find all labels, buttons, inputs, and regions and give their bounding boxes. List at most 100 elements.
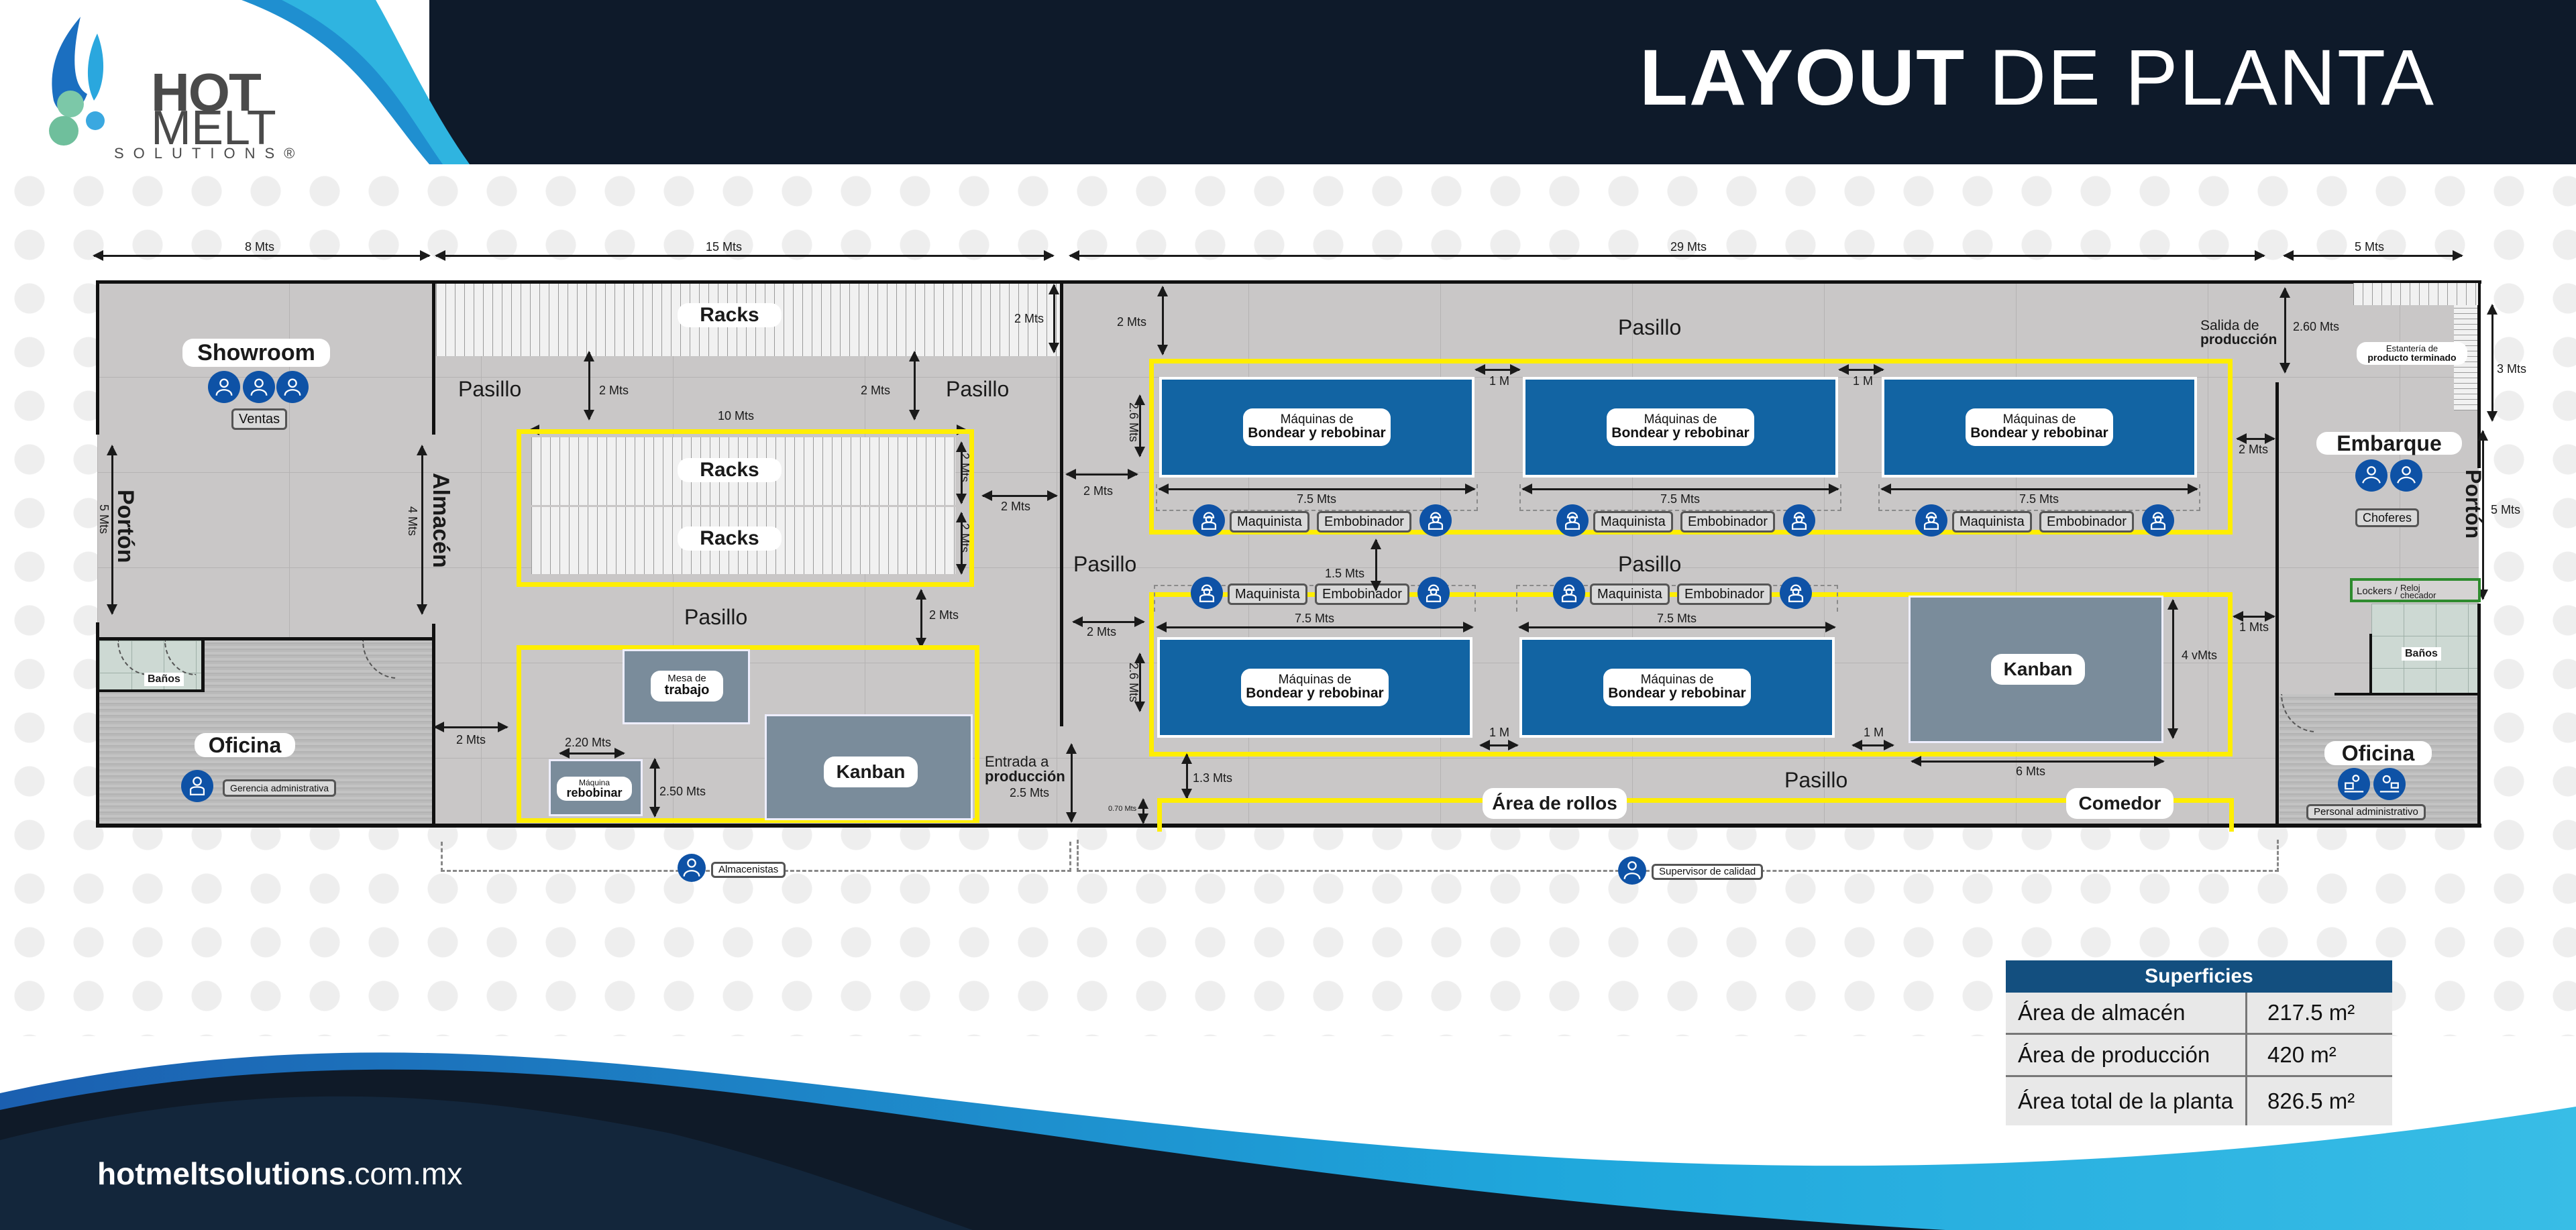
operator-label-maquinista: Maquinista [1590,583,1670,605]
staff-label-ventas: Ventas [231,408,288,430]
logo-text-hot: HOT [151,62,262,122]
machine-label-line1: Máquinas de [1278,673,1352,687]
racks-label-1: Racks [678,458,782,482]
racks-row-dimension: 2 Mts [958,523,971,553]
aisle-dimension: 2 Mts [1117,315,1147,329]
dimension-label: 15 Mts [706,240,743,254]
logo-text-solutions: SOLUTIONS® [114,145,305,162]
rewinder-height: 2.50 Mts [659,785,706,798]
sales-person-icon [208,371,240,403]
operator-label-embobinador: Embobinador [1317,511,1411,533]
operator-zone [1519,484,1841,511]
machine-gap-label: 1 M [1489,374,1510,388]
dimension-arrow-vertical [2477,430,2488,600]
staff-label-choferes: Choferes [2355,508,2420,527]
machine-width-arrow [1521,484,1839,494]
rewinder-label-line2: rebobinar [566,786,623,799]
dimension-arrow [2283,250,2463,261]
racks-top-dimension: 2 Mts [1014,312,1044,325]
machine-gap-arrow [1474,364,1521,375]
rewinder-label-line1: Máquina [578,778,610,787]
finished-goods-shelf-top [2353,283,2478,305]
wall-office-top [99,637,435,640]
wall-left-lower [96,622,99,828]
work-table-label-line1: Mesa de [667,673,706,684]
gap-dimension: 2 Mts [1083,484,1114,498]
aisle-dimension: 2 Mts [599,384,629,397]
operator-icon [1193,504,1225,537]
page-title: LAYOUT DE PLANTA [1640,32,2435,123]
dimension-arrow [2233,611,2275,622]
dimension-arrow [1851,740,1894,750]
page-title-light: DE PLANTA [1989,34,2435,122]
row-height-dimension: 2.6 Mts [1127,663,1140,703]
wall-warehouse-production [1060,280,1063,726]
website-url-tld: .com.mx [345,1156,463,1191]
wall-showroom-right [432,280,435,435]
row-height-dimension: 2.6 Mts [1127,402,1140,443]
showroom-label: Showroom [182,339,330,367]
porton-label-left: Portón [113,490,138,563]
machine-width-label: 7.5 Mts [1295,612,1335,625]
dimension-arrow-vertical [2487,304,2498,422]
machine-width-arrow [1880,484,2198,494]
shipping-label: Embarque [2316,432,2462,455]
aisle-label: Pasillo [1073,552,1137,576]
operator-zone [1878,484,2200,511]
website-url[interactable]: hotmeltsolutions.com.mx [97,1156,462,1192]
operator-icon [1780,577,1812,609]
dimension-arrow-vertical [1134,653,1145,712]
racks-label-top: Racks [678,303,782,327]
area-value: 217.5 m² [2245,993,2392,1035]
racks-side-dimension: 2 Mts [1001,500,1031,513]
machine-width-arrow [1156,622,1474,632]
dimension-arrow [559,748,625,759]
racks-zone-outline [517,429,974,587]
entrance-line2: producción [985,768,1065,785]
machine-label-line1: Máquinas de [1280,412,1354,427]
dimension-arrow-vertical [1134,394,1145,457]
operator-label-embobinador: Embobinador [1315,583,1409,605]
area-name: Área de producción [2006,1033,2247,1077]
flame-molecule-logo-icon [49,17,105,146]
right-gap-dimension: 1 Mts [2239,620,2269,634]
website-url-domain: hotmeltsolutions [97,1156,346,1191]
rolls-dimension: 0.70 Mts [1108,805,1137,813]
operator-icon [1191,577,1223,609]
area-name: Área de almacén [2006,993,2247,1035]
machine-label-line2: Bondear y rebobinar [1246,685,1384,701]
dimension-arrow-vertical [956,512,967,575]
aisle-label: Pasillo [1618,552,1682,576]
dimension-arrow-vertical [916,589,926,649]
kanban-label-warehouse: Kanban [824,757,918,787]
dimension-arrow-vertical [1049,284,1059,353]
dimension-arrow [93,250,431,261]
finished-goods-label: Estantería de producto terminado [2357,342,2467,365]
dimension-arrow-vertical [1181,753,1192,799]
bottom-aisle-dimension: 1.3 Mts [1193,771,1233,785]
operator-label-maquinista: Maquinista [1593,511,1673,533]
time-clock-line1: Reloj [2400,583,2420,593]
machine-label-line2: Bondear y rebobinar [1608,685,1746,701]
wall-bottom [96,824,2481,828]
wall-bathroom-right [201,637,205,691]
porton-dimension: 5 Mts [97,504,111,535]
operator-label-embobinador: Embobinador [1677,583,1772,605]
aisle-label: Pasillo [458,377,522,401]
machine-label-line1: Máquinas de [2002,412,2076,427]
dimension-label: 29 Mts [1670,240,1707,254]
operator-label-maquinista: Maquinista [1230,511,1309,533]
racks-row-dimension: 2 Mts [958,453,971,483]
operator-icon [1783,504,1815,537]
machine-width-label: 7.5 Mts [2019,492,2059,506]
entrance-line1: Entrada a [985,753,1049,770]
company-logo: HOT MELT SOLUTIONS® [34,13,294,162]
machine-label-line2: Bondear y rebobinar [1970,425,2108,441]
rewinder-width: 2.20 Mts [565,736,612,749]
